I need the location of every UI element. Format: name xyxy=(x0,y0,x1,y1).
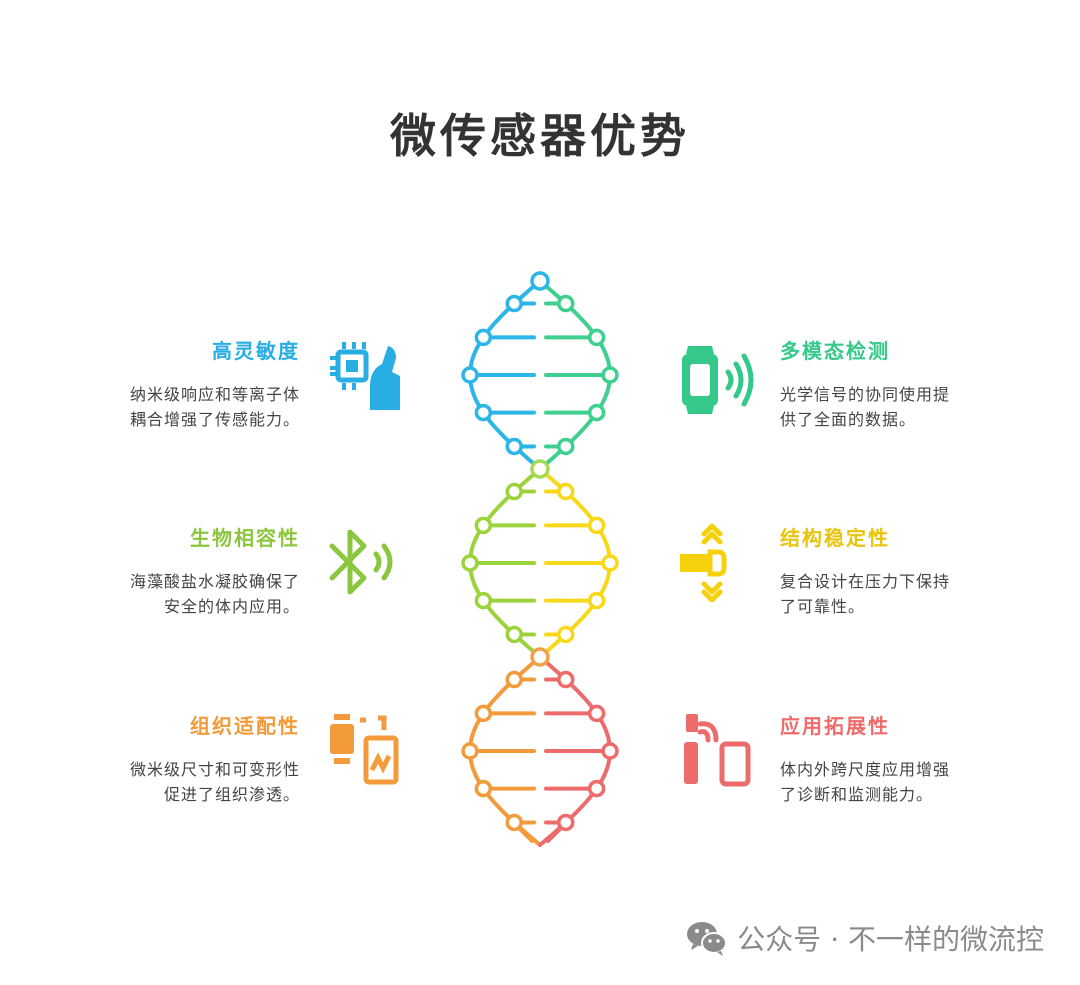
feature-desc-line: 供了全面的数据。 xyxy=(780,410,917,429)
helix-tail-left xyxy=(518,827,534,843)
feature-desc-line: 光学信号的协同使用提 xyxy=(780,385,951,404)
feature-title: 结构稳定性 xyxy=(780,526,890,550)
helix-node-right xyxy=(557,670,575,689)
wearable-signal-icon xyxy=(682,346,754,414)
helix-node-right xyxy=(557,813,575,832)
watermark-text: 公众号 · 不一样的微流控 xyxy=(737,923,1044,956)
helix-node-right xyxy=(587,704,606,723)
helix-node-left xyxy=(461,366,479,384)
helix-node-left xyxy=(474,704,493,723)
helix-node-right xyxy=(601,554,619,572)
feature-biocompatibility: 生物相容性 海藻酸盐水凝胶确保了 安全的体内应用。 xyxy=(100,522,300,619)
helix-node-right xyxy=(587,403,606,422)
helix-node-left xyxy=(474,516,493,535)
helix-tail-right xyxy=(546,827,562,843)
helix-node-right xyxy=(557,294,575,313)
helix-node-left xyxy=(505,670,523,689)
feature-application-extensibility: 应用拓展性 体内外跨尺度应用增强 了诊断和监测能力。 xyxy=(780,710,980,807)
device-transfer-icon xyxy=(330,714,399,785)
helix-node-left xyxy=(505,625,523,644)
feature-title: 组织适配性 xyxy=(190,714,300,738)
helix-joint xyxy=(530,647,550,667)
feature-description: 海藻酸盐水凝胶确保了 安全的体内应用。 xyxy=(100,569,300,619)
feature-description: 复合设计在压力下保持 了可靠性。 xyxy=(780,569,980,619)
helix-node-right xyxy=(557,625,575,644)
helix-node-left xyxy=(474,403,493,422)
feature-description: 纳米级响应和等离子体 耦合增强了传感能力。 xyxy=(100,382,300,432)
feature-desc-line: 微米级尺寸和可变形性 xyxy=(129,760,300,779)
feature-title: 多模态检测 xyxy=(780,339,890,363)
feature-title: 应用拓展性 xyxy=(780,714,890,738)
feature-desc-line: 了可靠性。 xyxy=(780,597,866,616)
feature-structural-stability: 结构稳定性 复合设计在压力下保持 了可靠性。 xyxy=(780,522,980,619)
feature-desc-line: 了诊断和监测能力。 xyxy=(780,785,934,804)
helix-node-right xyxy=(601,366,619,384)
helix-node-left xyxy=(474,591,493,610)
helix-node-left xyxy=(505,813,523,832)
bluetooth-icon xyxy=(329,529,393,595)
helix-node-right xyxy=(587,516,606,535)
feature-desc-line: 复合设计在压力下保持 xyxy=(780,572,951,591)
feature-description: 光学信号的协同使用提 供了全面的数据。 xyxy=(780,382,980,432)
helix-node-right xyxy=(587,328,606,347)
feature-desc-line: 安全的体内应用。 xyxy=(163,597,300,616)
helix-node-left xyxy=(474,779,493,798)
helix-node-left xyxy=(474,328,493,347)
feature-desc-line: 海藻酸盐水凝胶确保了 xyxy=(129,572,300,591)
watermark: 公众号 · 不一样的微流控 xyxy=(685,918,1044,958)
feature-title: 生物相容性 xyxy=(190,526,300,550)
feature-description: 体内外跨尺度应用增强 了诊断和监测能力。 xyxy=(780,757,980,807)
helix-node-right xyxy=(557,437,575,456)
page-title: 微传感器优势 xyxy=(390,109,690,163)
helix-node-left xyxy=(505,482,523,501)
feature-desc-line: 促进了组织渗透。 xyxy=(163,785,300,804)
helix-node-left xyxy=(461,554,479,572)
feature-desc-line: 耦合增强了传感能力。 xyxy=(129,410,300,429)
feature-multimodal-detection: 多模态检测 光学信号的协同使用提 供了全面的数据。 xyxy=(780,335,980,432)
helix-node-left xyxy=(505,437,523,456)
helix-node-right xyxy=(587,591,606,610)
touch-chip-icon xyxy=(330,342,400,410)
phone-remote-icon xyxy=(684,714,751,787)
helix-node-right xyxy=(601,742,619,760)
helix-node-left xyxy=(461,742,479,760)
helix-node-right xyxy=(557,482,575,501)
feature-desc-line: 纳米级响应和等离子体 xyxy=(129,385,300,404)
feature-tissue-adaptability: 组织适配性 微米级尺寸和可变形性 促进了组织渗透。 xyxy=(100,710,300,807)
feature-desc-line: 体内外跨尺度应用增强 xyxy=(780,760,951,779)
helix-node-right xyxy=(587,779,606,798)
feature-high-sensitivity: 高灵敏度 纳米级响应和等离子体 耦合增强了传感能力。 xyxy=(100,335,300,432)
feature-description: 微米级尺寸和可变形性 促进了组织渗透。 xyxy=(100,757,300,807)
helix-joint xyxy=(530,459,550,479)
helix-joint xyxy=(530,271,550,291)
feature-title: 高灵敏度 xyxy=(212,339,300,363)
wechat-icon xyxy=(687,922,728,956)
usb-stick-icon xyxy=(680,523,727,602)
helix-node-left xyxy=(505,294,523,313)
